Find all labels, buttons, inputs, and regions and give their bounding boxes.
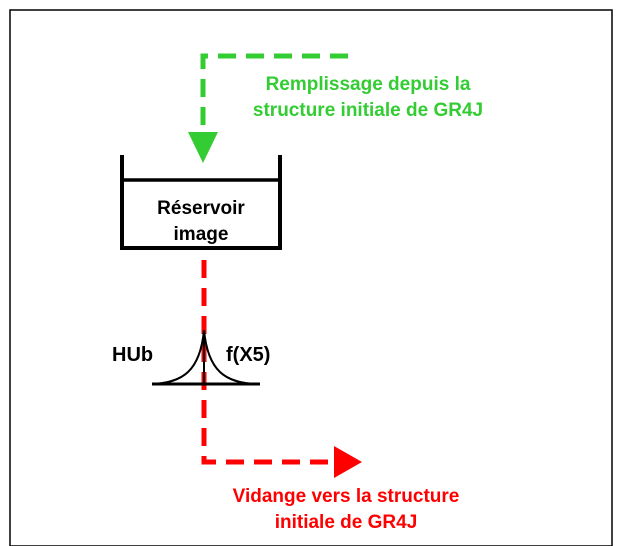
reservoir-label-line2: image (173, 224, 229, 245)
unit-hydrograph-icon (152, 329, 260, 386)
inflow-dashed-line (200, 53, 348, 132)
unit-hydrograph-parameter: f(X5) (226, 344, 271, 366)
unit-hydrograph-name: HUb (112, 344, 154, 366)
outflow-arrowhead (334, 446, 362, 478)
outflow-label-line1: Vidange vers la structure (232, 486, 460, 507)
outflow-label-line2: initiale de GR4J (274, 512, 418, 533)
inflow-label-line1: Remplissage depuis la (265, 74, 471, 95)
reservoir-label-line1: Réservoir (157, 198, 245, 219)
inflow-label: Remplissage depuis la structure initiale… (218, 72, 518, 124)
frame-border (9, 9, 613, 546)
outflow-label: Vidange vers la structure initiale de GR… (176, 484, 516, 536)
outflow-dashed-line (201, 260, 334, 465)
inflow-label-line2: structure initiale de GR4J (252, 100, 484, 121)
inflow-arrowhead (188, 132, 218, 163)
reservoir-label: Réservoir image (122, 196, 280, 248)
reservoir-tank (120, 155, 282, 250)
